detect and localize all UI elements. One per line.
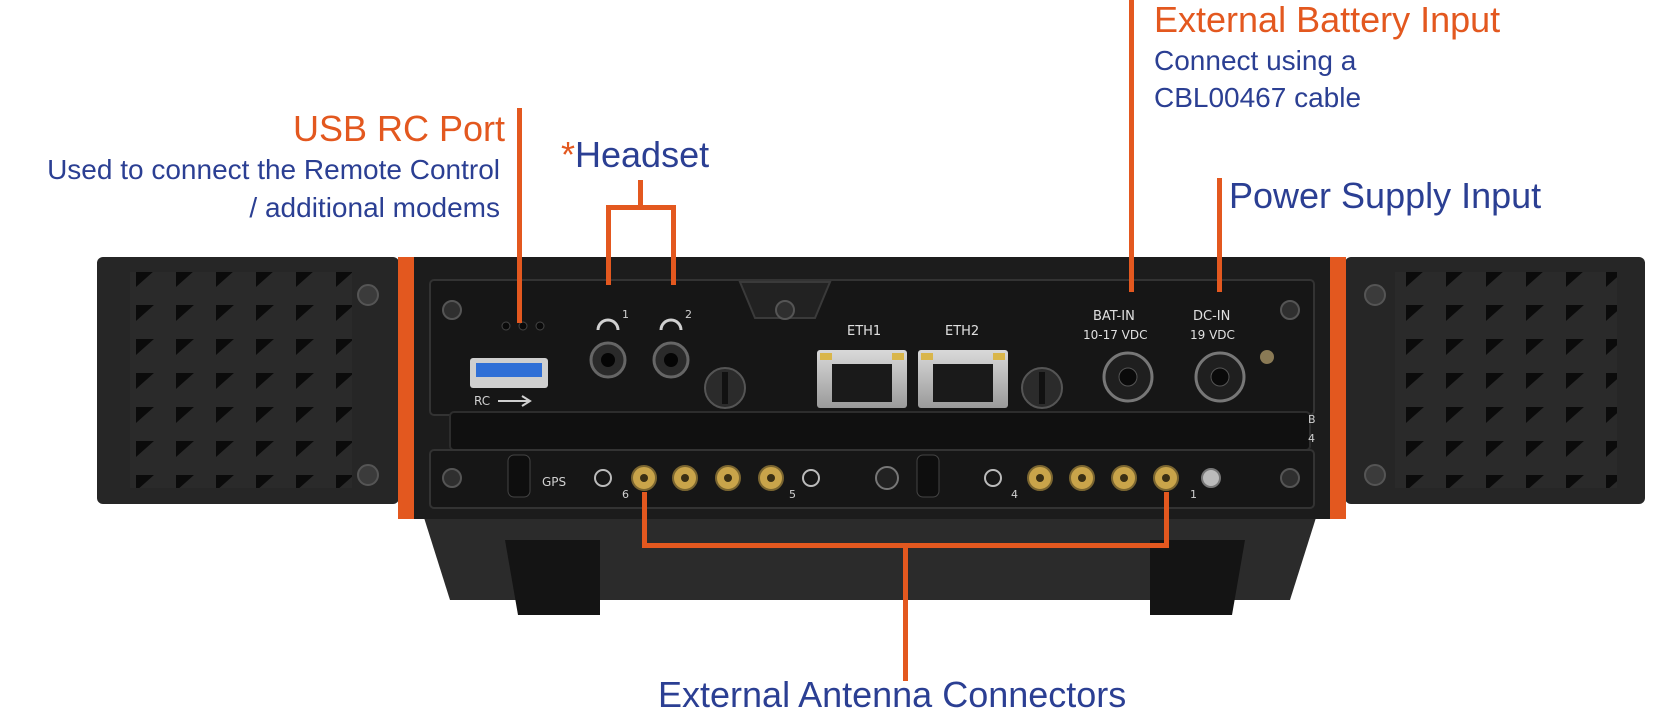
battery-leader-line [1129,0,1134,292]
power-supply-title: Power Supply Input [1229,175,1542,216]
dc-in-rating-marking: 19 VDC [1190,328,1235,342]
dc-in-marking: DC-IN [1193,309,1230,324]
usb-rc-leader-line [517,108,522,323]
antenna-leader-right [1164,492,1169,547]
middle-rail [449,411,1311,451]
headset-leader-bar [606,205,676,210]
side-marking-4: 4 [1308,432,1315,445]
antenna-leader-stem [903,543,908,681]
eth2-led [993,353,1005,360]
left-foot [505,540,600,615]
antenna-group-left [594,465,820,491]
power-leader-line [1217,178,1222,292]
lower-module [429,449,1315,509]
right-orange-trim [1330,257,1346,519]
bat-in-rating-marking: 10-17 VDC [1083,328,1148,342]
eth2-socket [933,364,993,402]
side-marking-b: B [1308,413,1316,426]
antenna-leader-left [642,492,647,547]
headset-asterisk: * [561,134,576,175]
headset-leader-stem [638,180,643,208]
gps-antenna-stub [507,454,531,498]
screw [442,468,462,488]
usb-rc-port-title: USB RC Port [292,108,505,149]
usb-symbol-icon [498,395,532,407]
screw [357,464,379,486]
usb-rc-port-insert [476,363,542,377]
center-jack [875,466,899,490]
headset-title-text: Headset [575,134,710,175]
indicator-light [1260,350,1274,364]
eth1-led [892,353,904,360]
right-foot [1150,540,1245,615]
headset-icon [596,318,620,331]
antenna-4-marking: 4 [1011,488,1018,501]
screw [1364,284,1386,306]
headset-jack-2-number: 2 [685,308,692,321]
eth1-marking: ETH1 [847,324,881,339]
headset-title: *Headset [561,134,709,175]
screw [442,300,462,320]
headset-leader-right [671,205,676,285]
usb-rc-marking: RC [474,394,490,408]
usb-rc-port-desc-line2: / additional modems [249,192,500,223]
status-led [535,321,545,331]
external-battery-desc-line1: Connect using a [1154,45,1357,76]
dc-in-pin [1210,367,1230,387]
right-vent-grille [1395,272,1617,488]
headset-jack-2-hole [664,353,678,367]
knob-slot [722,372,728,404]
eth1-led [820,353,832,360]
headset-jack-1-number: 1 [622,308,629,321]
status-led [518,321,528,331]
screw [1280,300,1300,320]
eth2-marking: ETH2 [945,324,979,339]
external-battery-desc-line2: CBL00467 cable [1154,82,1362,113]
headset-leader-left [606,205,611,285]
usb-rc-port-desc-line1: Used to connect the Remote Control [47,154,500,185]
external-battery-title: External Battery Input [1154,0,1501,40]
antenna-group-right [984,465,1221,491]
antenna-1-marking: 1 [1190,488,1197,501]
knob-slot [1039,372,1045,404]
center-antenna-stub [916,454,940,498]
antenna-6-marking: 6 [622,488,629,501]
eth1-socket [832,364,892,402]
bat-in-pin [1118,367,1138,387]
headset-jack-1-hole [601,353,615,367]
status-led [501,321,511,331]
screw [775,300,795,320]
screw [1364,464,1386,486]
bat-in-marking: BAT-IN [1093,309,1135,324]
screw [357,284,379,306]
screw [1280,468,1300,488]
left-orange-trim [398,257,414,519]
external-antenna-title: External Antenna Connectors [658,674,1127,715]
gps-marking: GPS [542,475,566,489]
left-vent-grille [130,272,352,488]
antenna-5-marking: 5 [789,488,796,501]
eth2-led [921,353,933,360]
headset-icon [659,318,683,331]
